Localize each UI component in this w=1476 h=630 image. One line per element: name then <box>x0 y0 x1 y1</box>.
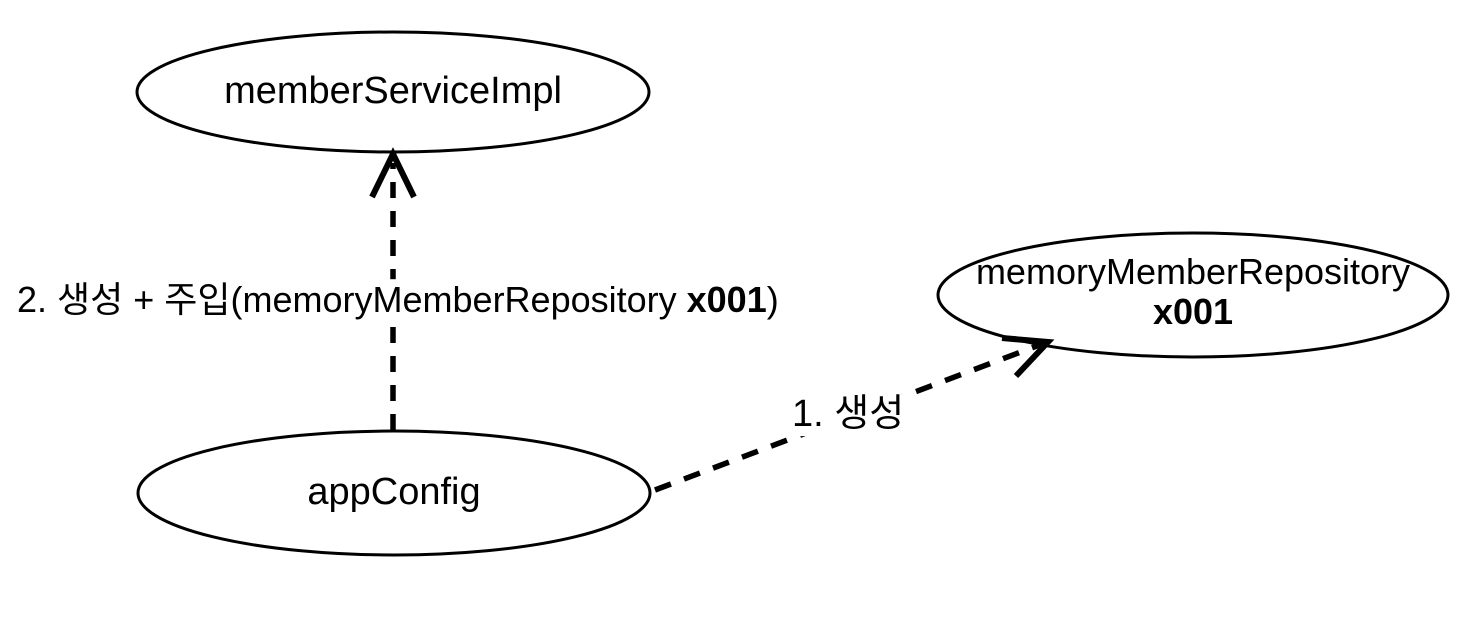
edge-create-open-arrowhead-icon <box>1001 335 1055 379</box>
node-member-service-impl-label: memberServiceImpl <box>224 70 562 113</box>
node-app-config-label: appConfig <box>307 471 481 514</box>
edge-create-inject-label-prefix: 2. 생성 + 주입(memoryMemberRepository <box>17 279 687 321</box>
node-memory-member-repository-sublabel: x001 <box>1152 291 1234 332</box>
edge-create-inject-open-arrowhead-icon <box>369 147 417 199</box>
edge-create-inject-label-bold: x001 <box>686 279 767 321</box>
node-memory-member-repository-label: memoryMemberRepository <box>975 251 1411 292</box>
node-memory-member-repository-label-block: memoryMemberRepository x001 <box>976 252 1410 332</box>
edge-create-inject-label: 2. 생성 + 주입(memoryMemberRepository x001) <box>15 279 781 321</box>
edge-create-line <box>654 341 1043 493</box>
node-app-config-ellipse <box>136 429 652 557</box>
edge-create-label: 1. 생성 <box>790 393 907 436</box>
node-memory-member-repository-ellipse <box>936 231 1450 359</box>
edge-create-inject-label-suffix: ) <box>766 279 779 321</box>
